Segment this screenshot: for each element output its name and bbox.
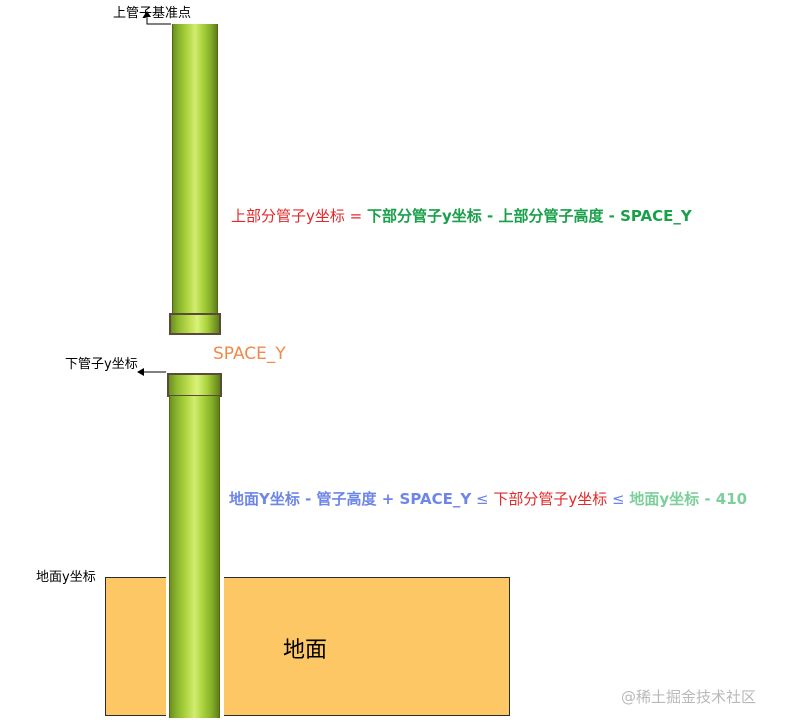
watermark: @稀土掘金技术社区 (621, 688, 757, 706)
ground-y-label: 地面y坐标 (36, 570, 96, 585)
formula-upper-pipe-y: 上部分管子y坐标 = 下部分管子y坐标 - 上部分管子高度 - SPACE_Y (231, 205, 692, 226)
upper-pipe-cap (169, 313, 221, 335)
formula2-middle: 下部分管子y坐标 (493, 490, 608, 508)
formula1-lhs: 上部分管子y坐标 (231, 207, 345, 225)
formula2-upper-bound: 地面y坐标 - 410 (629, 490, 748, 508)
formula2-le-2: ≤ (607, 490, 630, 508)
lower-pipe-y-label: 下管子y坐标 (65, 357, 138, 372)
formula1-rhs: 下部分管子y坐标 - 上部分管子高度 - SPACE_Y (367, 207, 692, 225)
upper-pipe-base-label: 上管子基准点 (113, 6, 192, 21)
formula1-equals: = (344, 207, 367, 225)
space-y-label: SPACE_Y (213, 344, 286, 364)
formula2-le-1: ≤ (471, 490, 494, 508)
upper-pipe-body (172, 24, 218, 314)
lower-pipe-body (169, 396, 220, 718)
formula2-lower-bound: 地面Y坐标 - 管子高度 + SPACE_Y (229, 490, 472, 508)
formula-lower-pipe-range: 地面Y坐标 - 管子高度 + SPACE_Y ≤ 下部分管子y坐标 ≤ 地面y坐… (229, 488, 747, 509)
ground-label: 地面 (283, 638, 328, 663)
